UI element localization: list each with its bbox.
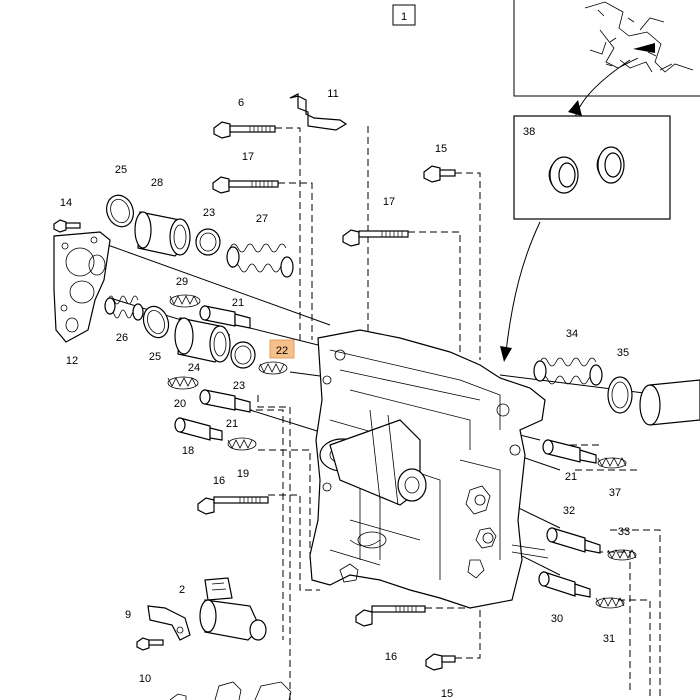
label-26: 26: [116, 332, 128, 344]
label-9: 9: [125, 609, 131, 621]
label-21-upper: 21: [232, 297, 244, 309]
bolt-16-left: [197, 496, 269, 515]
spool-30: [538, 571, 591, 598]
label-21-middle: 21: [226, 418, 238, 430]
sleeve-28: [134, 211, 191, 257]
ring-25-top: [106, 194, 134, 228]
sleeve-24: [174, 317, 231, 363]
label-16-left: 16: [213, 475, 225, 487]
label-17-center: 17: [383, 196, 395, 208]
ring-23-top: [195, 228, 221, 256]
bolt-16-bottom: [355, 605, 426, 627]
clip-9: [147, 605, 191, 641]
spring-31: [595, 597, 625, 609]
label-11: 11: [327, 88, 338, 100]
label-20: 20: [174, 398, 186, 410]
bolt-6: [213, 121, 276, 139]
spool-21-middle: [199, 389, 251, 413]
label-16-bottom: 16: [385, 651, 397, 663]
seal-ring-right: [596, 146, 625, 184]
label-15-bottom: 15: [441, 688, 453, 700]
highlight-22: 22: [269, 339, 295, 359]
label-24: 24: [188, 362, 200, 374]
spring-34: [533, 357, 603, 386]
label-17-left: 17: [242, 151, 254, 163]
screw-15-bottom: [425, 653, 456, 671]
label-28: 28: [151, 177, 163, 189]
label-12: 12: [66, 355, 78, 367]
part-labels: 6 11 17 15 17 25 28 23 27 14 29 21 26 25…: [60, 88, 630, 700]
label-32: 32: [563, 505, 575, 517]
label-23-bottom: 23: [233, 380, 245, 392]
bottom-parts: [169, 681, 292, 700]
label-29: 29: [176, 276, 188, 288]
label-25-bottom: 25: [149, 351, 161, 363]
label-27: 27: [256, 213, 268, 225]
spring-27: [226, 243, 294, 278]
label-10: 10: [139, 673, 151, 685]
label-35: 35: [617, 347, 629, 359]
label-21-right: 21: [565, 471, 577, 483]
label-34: 34: [566, 328, 578, 340]
seal-ring-left: [548, 156, 579, 194]
spool-18: [174, 417, 223, 441]
screw-10: [136, 637, 164, 651]
spring-22: [258, 361, 288, 375]
detail-box-38: 38: [513, 115, 671, 220]
header-box-label: 1: [401, 11, 407, 23]
spring-26: [104, 295, 144, 321]
bolt-17-center: [342, 229, 409, 247]
label-31: 31: [603, 633, 615, 645]
detail-box-label: 38: [523, 126, 535, 138]
spring-20: [167, 376, 199, 390]
label-30: 30: [551, 613, 563, 625]
spring-29: [169, 294, 201, 308]
label-37: 37: [609, 487, 621, 499]
label-18: 18: [182, 445, 194, 457]
screw-14: [53, 219, 81, 233]
bracket-11: [289, 93, 348, 131]
spring-37: [597, 457, 627, 469]
location-inset: [513, 0, 700, 97]
label-33: 33: [618, 526, 630, 538]
gasket-plate-12: [53, 231, 111, 343]
solenoid-2: [199, 577, 267, 641]
label-23-top: 23: [203, 207, 215, 219]
ring-35: [607, 376, 633, 414]
spool-21-upper: [199, 305, 251, 329]
spring-33: [607, 549, 637, 561]
label-14: 14: [60, 197, 72, 209]
label-15-top: 15: [435, 143, 447, 155]
ring-25-bottom: [142, 305, 170, 339]
header-box: 1: [392, 4, 416, 26]
label-2: 2: [179, 584, 185, 596]
leader-lines: [245, 126, 661, 700]
label-22: 22: [276, 345, 288, 357]
sleeve-right: [639, 379, 700, 426]
spool-32: [546, 527, 601, 554]
label-19: 19: [237, 468, 249, 480]
screw-15-top: [423, 165, 456, 183]
valve-body-housing: [309, 329, 549, 609]
ring-23-bottom: [230, 341, 256, 369]
bolt-17-left: [212, 176, 279, 194]
label-6: 6: [238, 97, 244, 109]
label-25-top: 25: [115, 164, 127, 176]
spool-21-right: [542, 439, 597, 464]
spring-19: [227, 437, 257, 451]
